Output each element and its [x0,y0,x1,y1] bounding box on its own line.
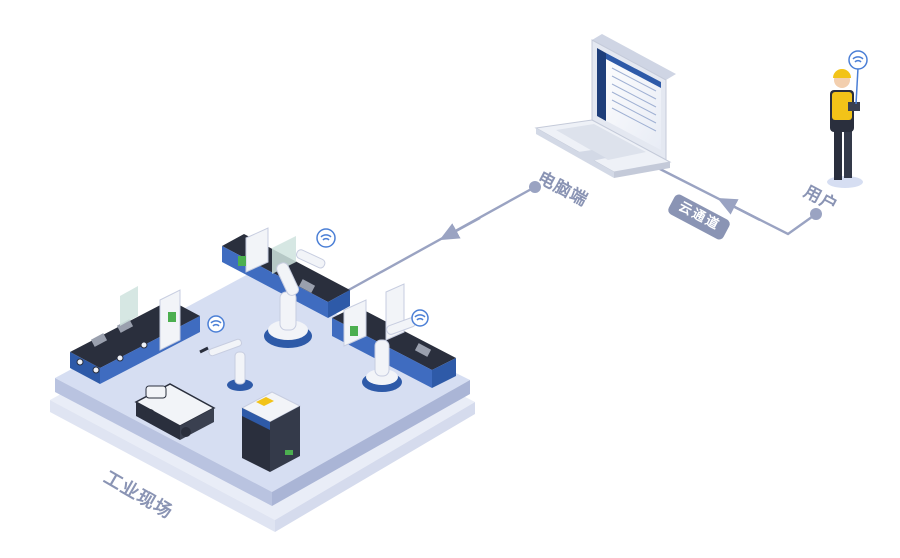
wifi-icon [848,50,868,70]
robot-arm-right [362,317,417,392]
wifi-icon [411,309,429,327]
connector-lines [344,165,817,294]
worker-icon [827,67,863,188]
laptop-icon [534,34,676,178]
robot-arm-small [199,338,253,391]
robot-arm-center [264,249,326,348]
connector-node-user [810,208,822,220]
connector-node-pc [529,181,541,193]
wifi-icon [316,228,336,248]
control-cabinet [240,391,302,472]
conveyor-line-left [70,286,200,384]
agv-cart [134,383,216,440]
wifi-icon [207,315,225,333]
